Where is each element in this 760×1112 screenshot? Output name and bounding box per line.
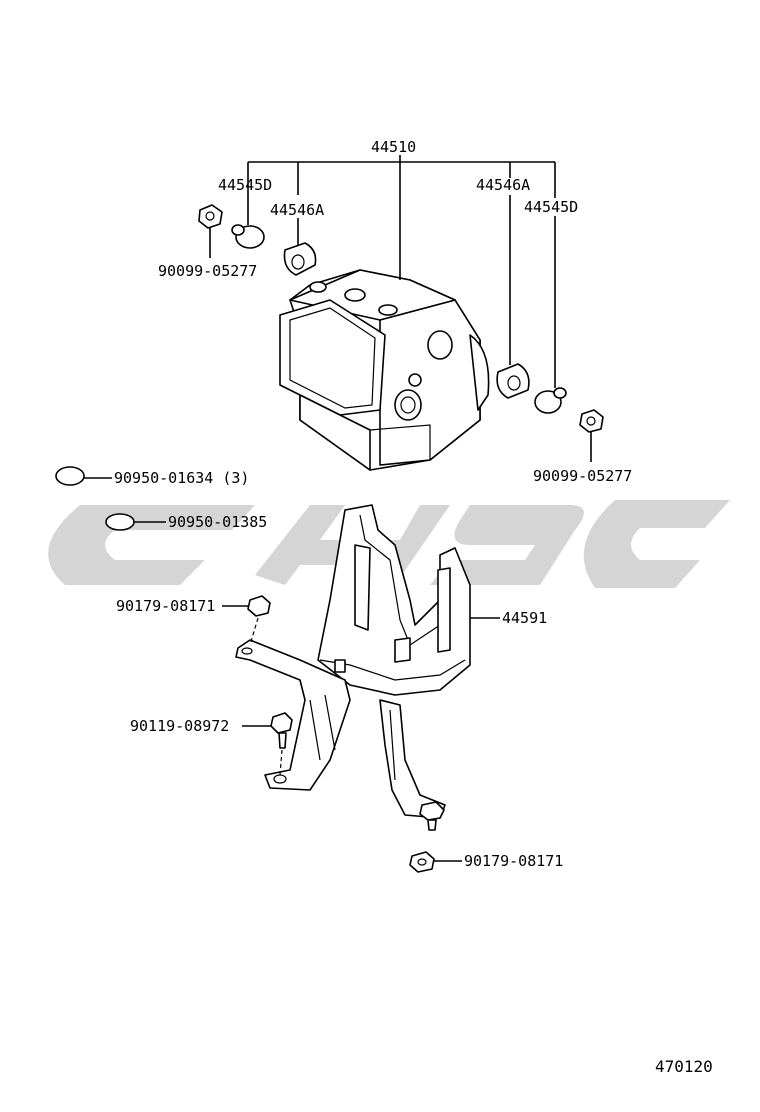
cushion-right-44545d [534, 387, 567, 414]
label-nut-left: 90099-05277 [158, 262, 257, 280]
label-44546a-right: 44546A [476, 176, 530, 194]
label-nut-upper: 90179-08171 [116, 597, 215, 615]
bracket-44591 [235, 504, 471, 819]
label-plug-small: 90950-01385 [168, 513, 267, 531]
cushion-left-44545d [231, 224, 265, 249]
label-bracket-44591: 44591 [502, 609, 547, 627]
cushion-right-44546a [496, 363, 530, 399]
bolt-icon [270, 712, 293, 776]
nut-lower-icon [409, 851, 435, 873]
nut-right-icon [579, 409, 604, 433]
label-44546a-left: 44546A [270, 201, 324, 219]
plug-large-icon [55, 466, 85, 486]
label-44510: 44510 [371, 138, 416, 156]
label-bolt: 90119-08972 [130, 717, 229, 735]
plug-small-icon [105, 513, 135, 531]
label-44545d-left: 44545D [218, 176, 272, 194]
nut-upper-icon [247, 595, 271, 646]
actuator-assembly [279, 269, 490, 471]
figure-number: 470120 [655, 1057, 713, 1076]
leader-lines [84, 155, 592, 862]
cushion-left-44546a [283, 242, 317, 276]
label-nut-lower: 90179-08171 [464, 852, 563, 870]
label-nut-right: 90099-05277 [533, 467, 632, 485]
bolt-lower-icon [419, 801, 445, 831]
nut-left-icon [198, 204, 223, 229]
label-plug-large: 90950-01634 (3) [114, 469, 249, 487]
label-44545d-right: 44545D [524, 198, 578, 216]
